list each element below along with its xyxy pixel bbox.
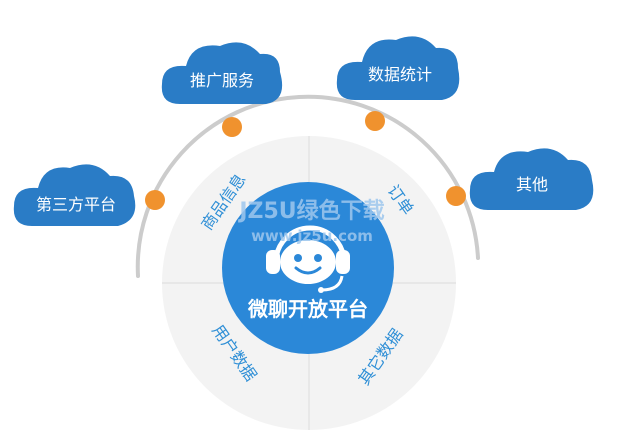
cloud-statistics: 数据统计 bbox=[336, 36, 460, 100]
headset-face-icon bbox=[266, 225, 350, 293]
center-title: 微聊开放平台 bbox=[247, 297, 368, 321]
connector-dot-promotion bbox=[222, 117, 242, 137]
cloud-third-party: 第三方平台 bbox=[13, 164, 136, 226]
cloud-other: 其他 bbox=[469, 148, 594, 210]
connector-dot-other bbox=[446, 186, 466, 206]
cloud-label-promotion: 推广服务 bbox=[190, 71, 254, 90]
cloud-label-third-party: 第三方平台 bbox=[36, 195, 116, 214]
cloud-label-statistics: 数据统计 bbox=[368, 65, 432, 84]
cloud-label-other: 其他 bbox=[516, 175, 548, 194]
connector-dot-third-party bbox=[145, 190, 165, 210]
watermark-url: www.jz5u.com bbox=[251, 227, 373, 245]
watermark-main: JZ5U绿色下载 bbox=[237, 198, 384, 224]
connector-dot-statistics bbox=[365, 111, 385, 131]
cloud-promotion: 推广服务 bbox=[161, 42, 283, 104]
